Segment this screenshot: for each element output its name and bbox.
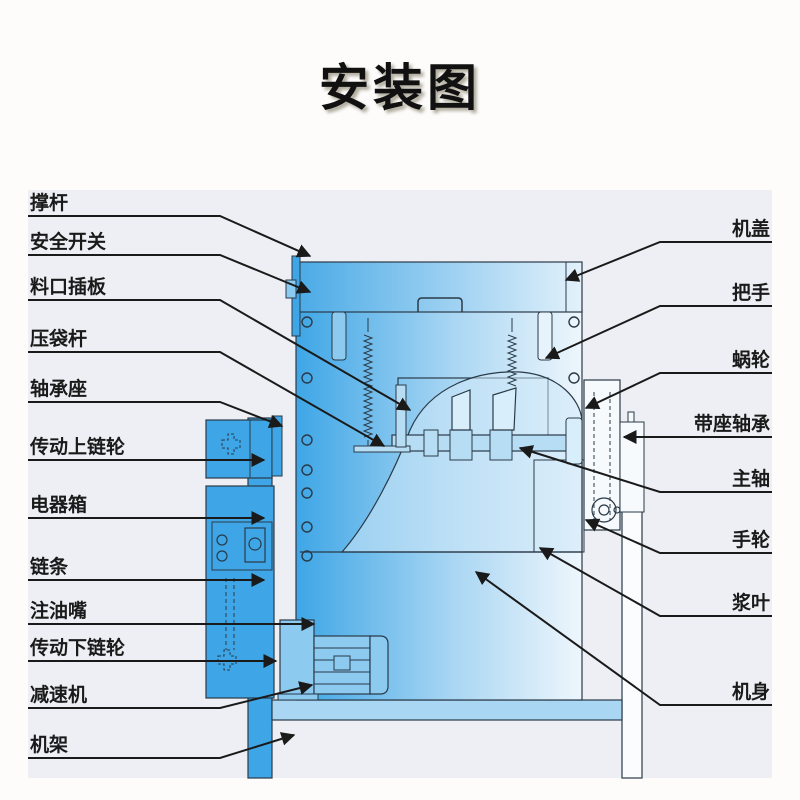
label-main-shaft: 主轴 xyxy=(731,468,770,490)
leader-worm-gear xyxy=(584,372,772,409)
label-machine-cover: 机盖 xyxy=(731,218,770,240)
leader-handle xyxy=(544,305,772,360)
label-safety-switch: 安全开关 xyxy=(30,231,107,253)
paddle-blade xyxy=(451,389,471,431)
handwheel-shape xyxy=(591,497,621,523)
latch-left xyxy=(331,311,347,361)
label-handwheel: 手轮 xyxy=(731,529,770,551)
leader-handwheel xyxy=(584,518,772,554)
lower-sprocket-shape xyxy=(217,649,237,671)
leader-lines xyxy=(28,215,772,759)
leader-paddle xyxy=(538,547,772,617)
frame-crossbar xyxy=(271,699,623,721)
cover-handle-shape xyxy=(417,297,463,312)
label-bag-press-rod: 压袋杆 xyxy=(30,328,88,350)
spring-right xyxy=(506,318,518,387)
leader-machine-cover xyxy=(564,241,772,282)
label-chain: 链条 xyxy=(30,556,69,578)
machine-cover-shape xyxy=(295,261,583,313)
label-grease-nipple: 注油嘴 xyxy=(30,600,88,622)
leader-frame xyxy=(28,732,296,759)
reducer-shape xyxy=(279,619,315,697)
label-reducer: 减速机 xyxy=(30,684,88,706)
label-bearing-seat: 轴承座 xyxy=(30,378,88,400)
leader-safety-switch xyxy=(28,254,312,294)
trough-shape xyxy=(340,371,583,553)
label-handle: 把手 xyxy=(731,282,770,304)
leader-feed-gate xyxy=(28,299,412,411)
latch-right xyxy=(537,311,553,361)
label-lower-drive-sprocket: 传动下链轮 xyxy=(30,637,126,659)
label-support-rod: 撑杆 xyxy=(30,192,69,214)
leader-machine-body xyxy=(474,571,772,706)
label-machine-body: 机身 xyxy=(731,681,770,703)
label-feed-gate: 料口插板 xyxy=(30,276,107,298)
leader-main-shaft xyxy=(518,445,772,493)
leader-support-rod xyxy=(28,215,312,258)
label-pillow-block-bearing: 带座轴承 xyxy=(693,413,770,435)
upper-sprocket-box xyxy=(205,419,273,479)
leader-bearing-seat xyxy=(28,401,284,428)
label-upper-drive-sprocket: 传动上链轮 xyxy=(30,436,126,458)
pillow-block-shape xyxy=(619,421,645,513)
label-paddle: 浆叶 xyxy=(731,592,770,614)
main-shaft-shape xyxy=(391,434,573,452)
upper-sprocket-shape xyxy=(221,433,241,455)
diagram-title: 安装图 xyxy=(319,59,481,117)
paddle-blade xyxy=(492,387,517,431)
label-electrical-box: 电器箱 xyxy=(30,494,88,516)
leader-bag-press-rod xyxy=(28,351,386,447)
label-worm-gear: 蜗轮 xyxy=(731,349,770,371)
body-bolts xyxy=(301,316,580,562)
leader-reducer xyxy=(28,681,314,709)
label-frame: 机架 xyxy=(30,734,69,756)
